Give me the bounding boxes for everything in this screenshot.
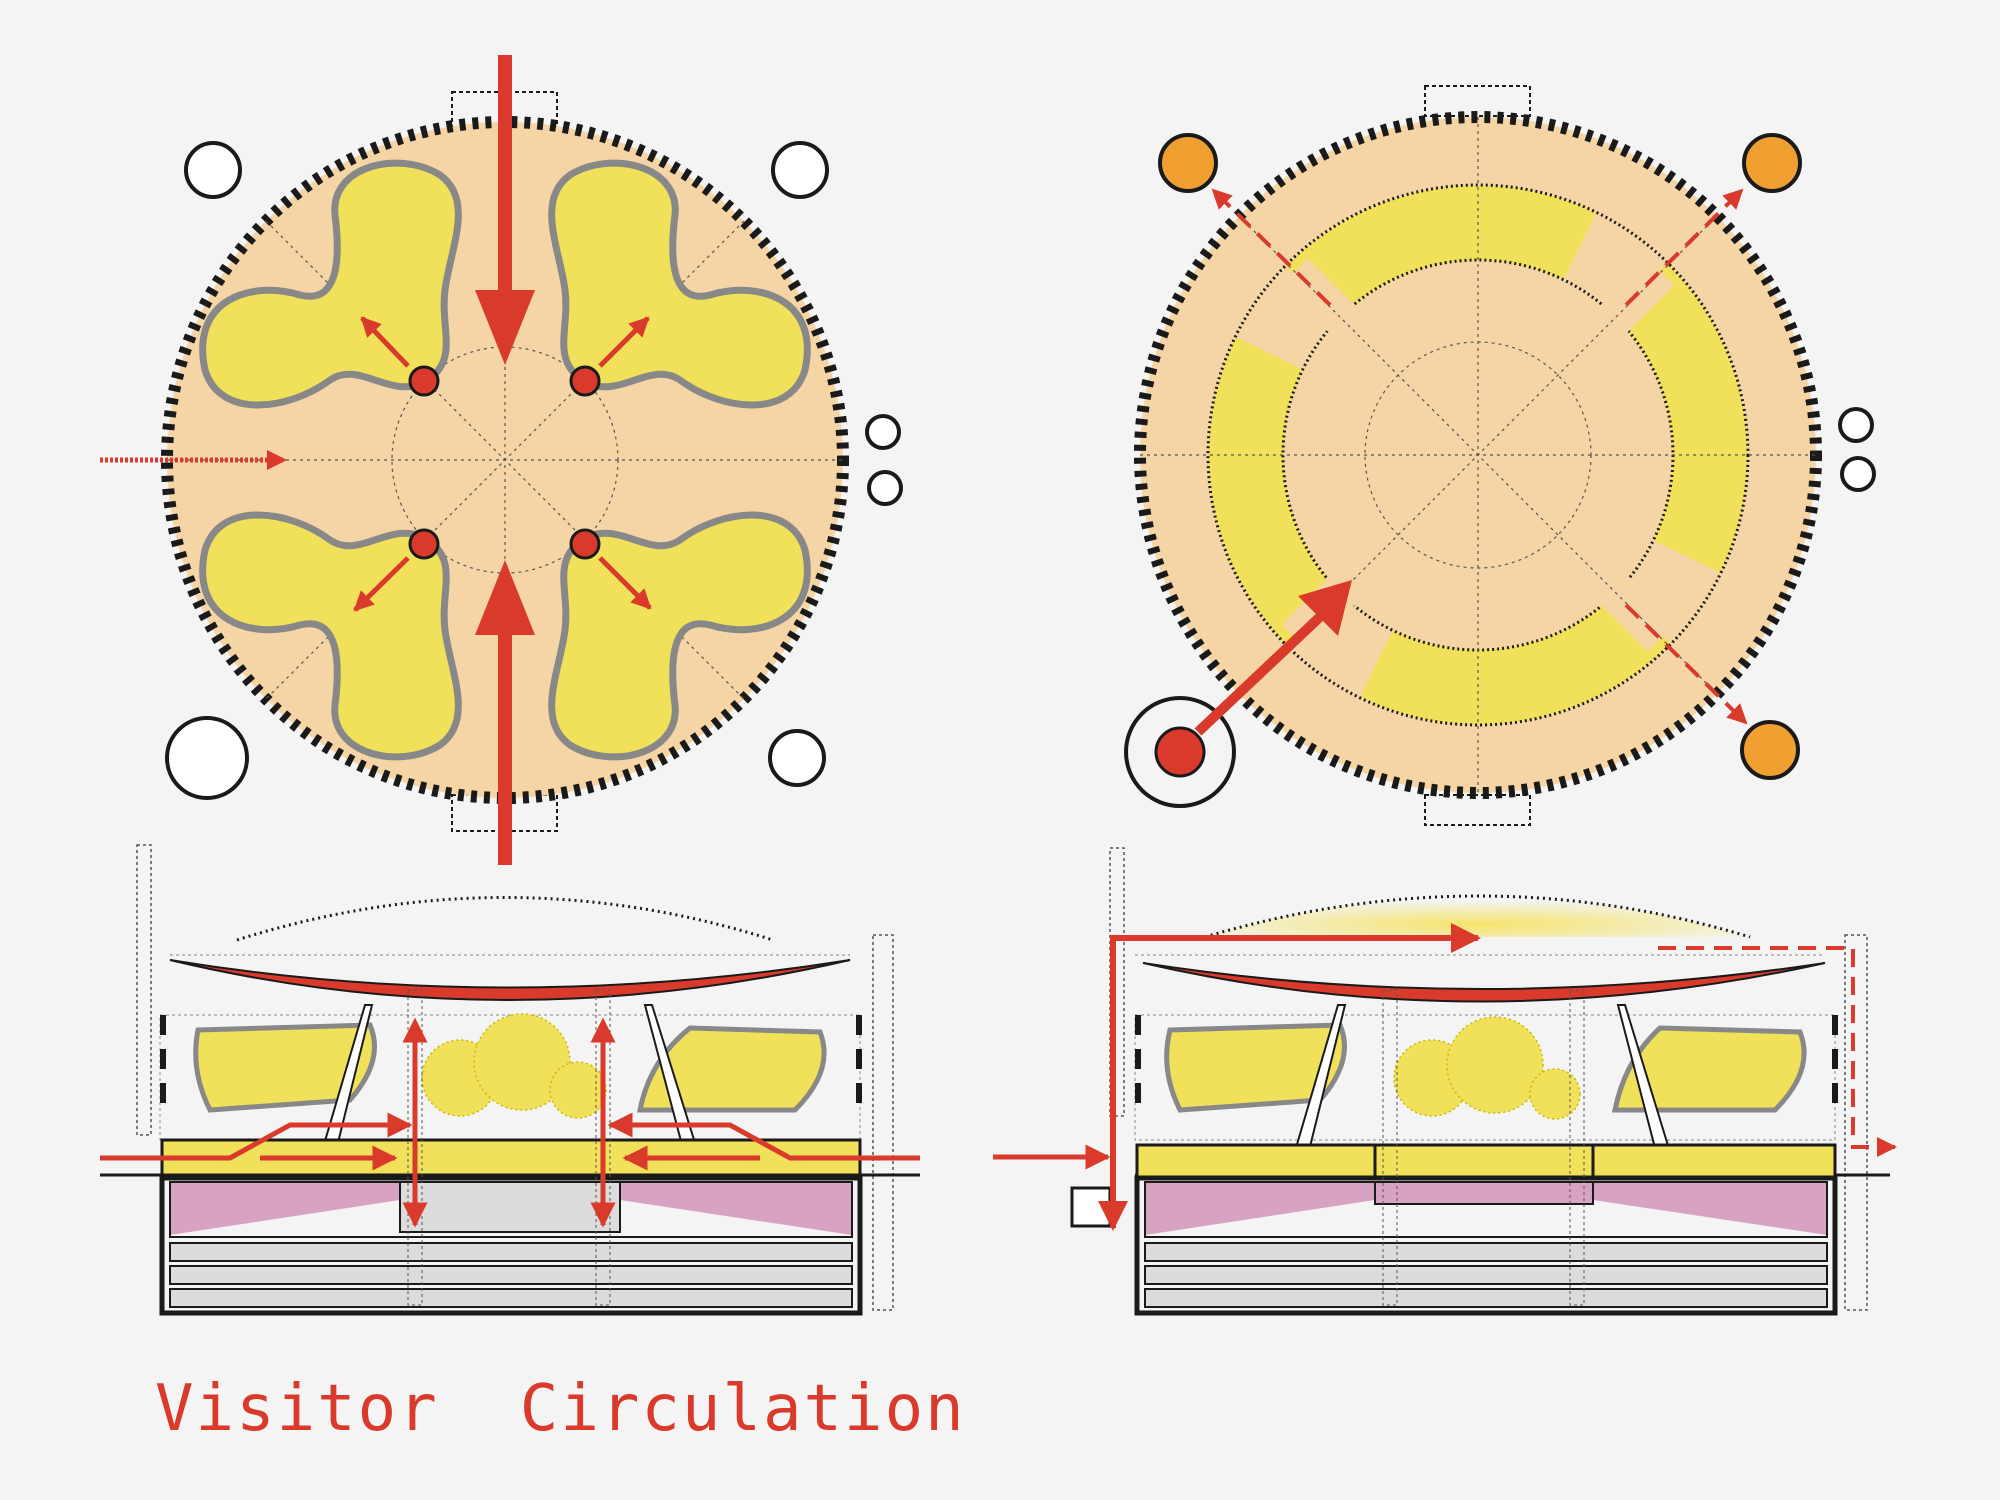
roof-lens-left <box>169 959 851 1001</box>
exit-node-nw <box>1158 133 1218 193</box>
right-plan <box>1124 85 1876 826</box>
exit-node-ne <box>1742 133 1802 193</box>
right-section <box>993 847 1897 1316</box>
gallery-blob-nw <box>199 159 462 409</box>
right-plan-arrows <box>1194 188 1748 736</box>
roof-lens-right <box>1142 962 1826 1003</box>
service-level-right <box>1145 1182 1375 1235</box>
left-section <box>100 844 920 1316</box>
left-plan-arrows <box>100 55 652 865</box>
gallery-blob-sw <box>199 511 462 761</box>
diagram-caption: Visitor Circulation <box>155 1372 966 1446</box>
left-section-arrows <box>100 1017 920 1228</box>
service-level-left <box>170 1182 400 1235</box>
right-section-arrows <box>993 923 1897 1231</box>
entry-node <box>1154 726 1206 778</box>
exit-node-se <box>1740 720 1800 780</box>
gallery-blob-ne <box>548 159 811 409</box>
left-plan <box>100 55 903 865</box>
